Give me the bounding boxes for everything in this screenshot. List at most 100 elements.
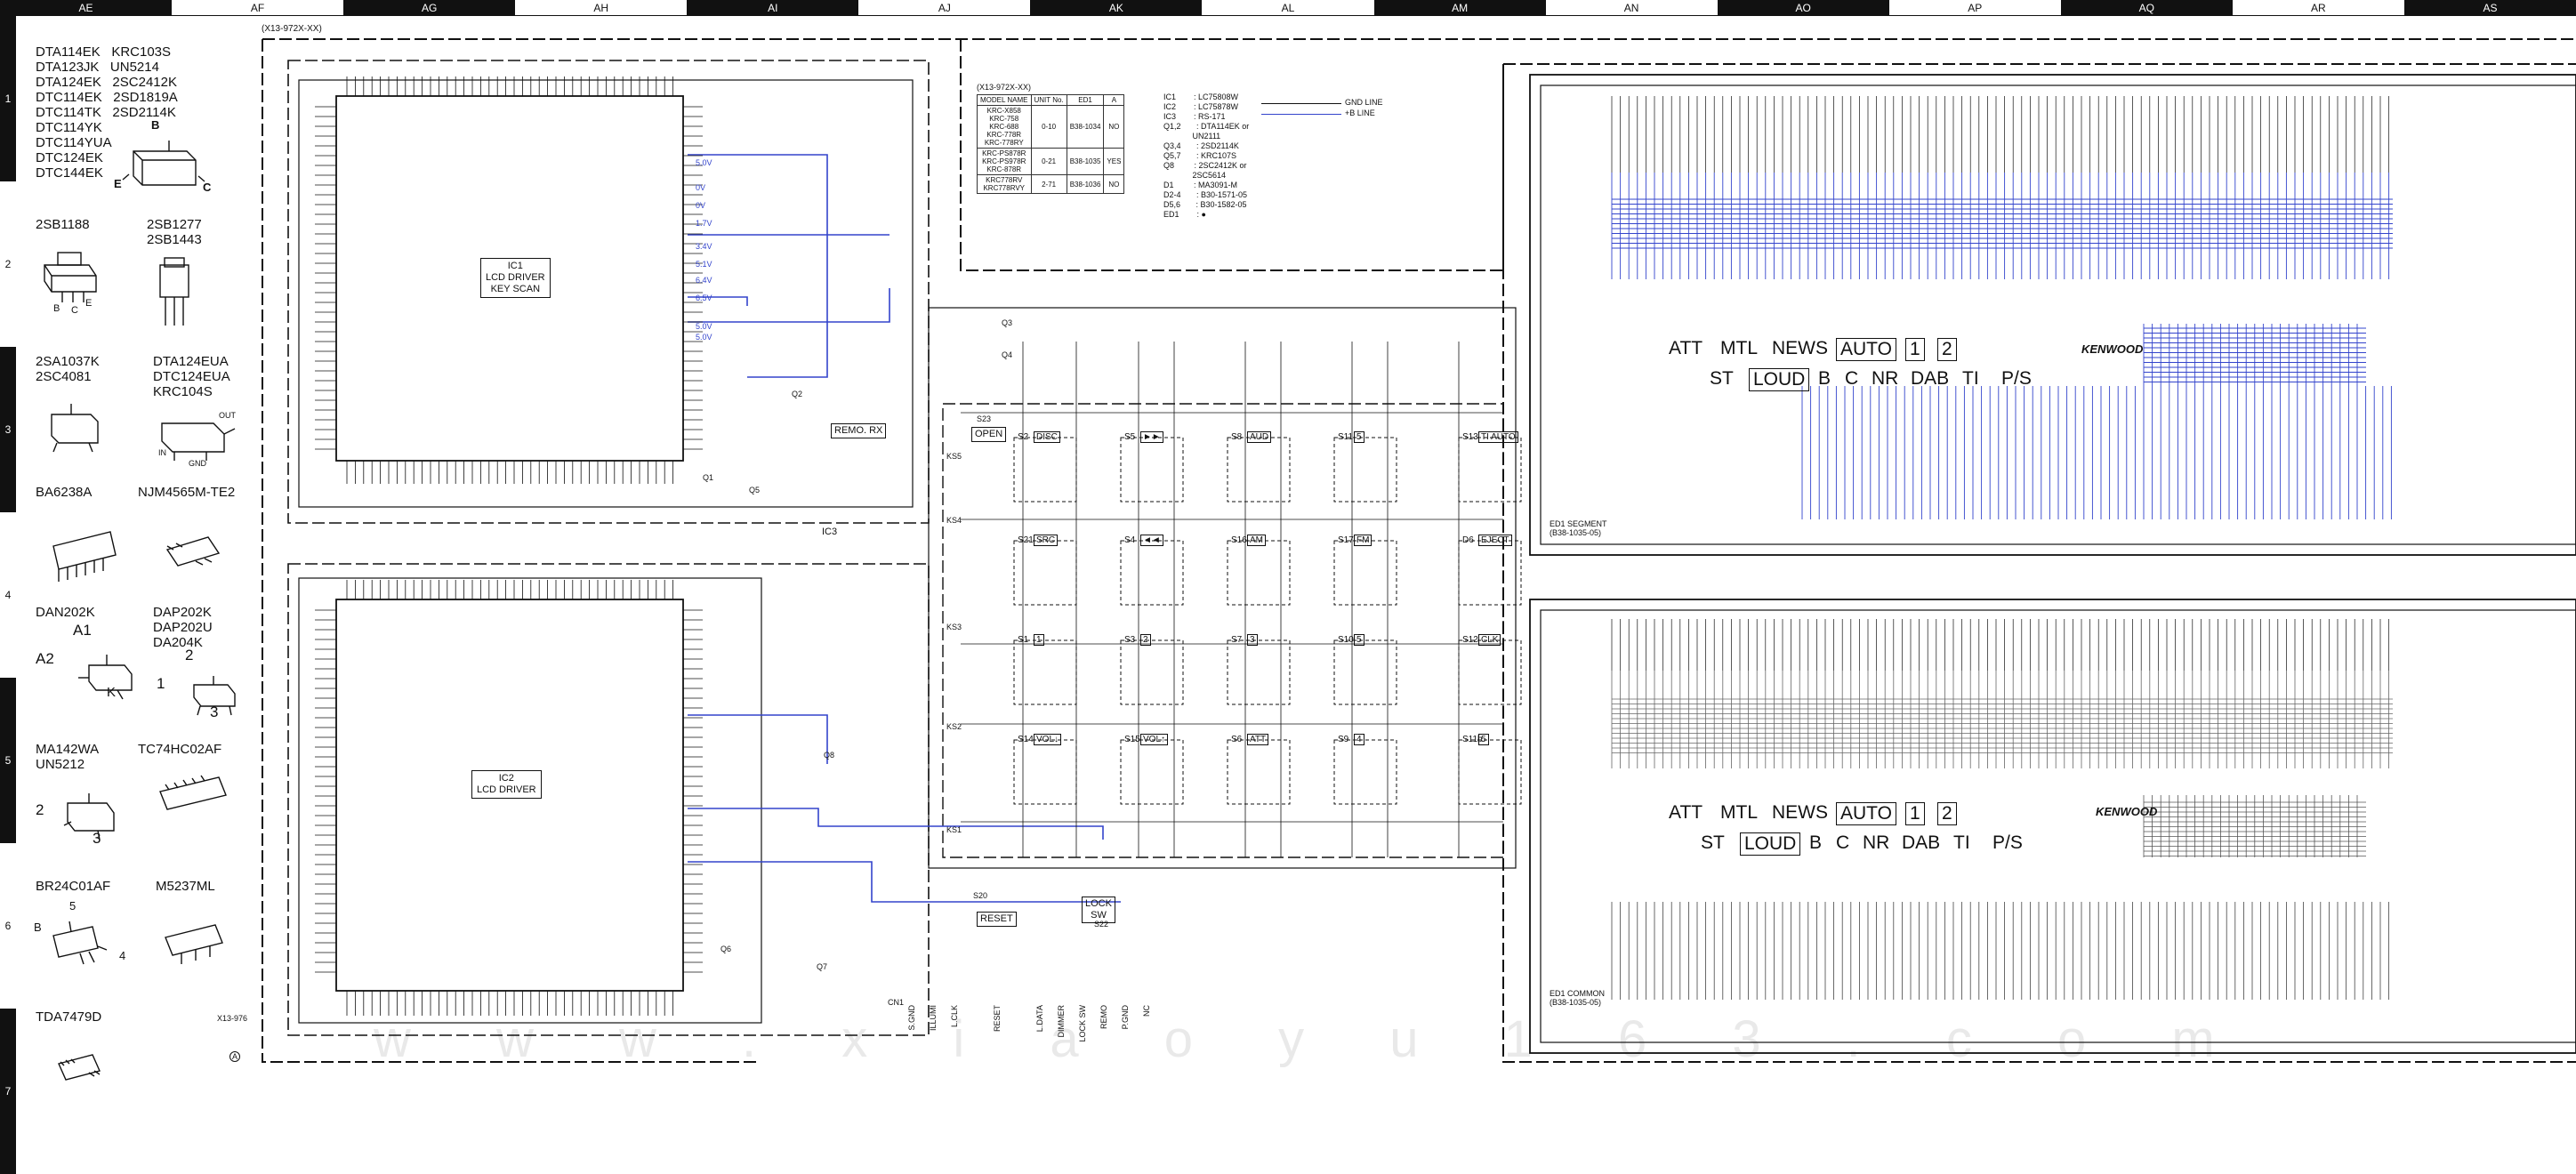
transistor-q4: Q4: [1002, 350, 1013, 359]
switch-box-S8: [1227, 437, 1291, 503]
ruler-col-AP: AP: [1888, 0, 2061, 16]
switch-label-S15: VOL↑: [1140, 734, 1169, 745]
x13-976-label: X13-976: [217, 1014, 248, 1023]
switch-label-S9: 4: [1354, 734, 1364, 745]
switch-id-S2: S2: [1018, 432, 1029, 442]
ic3-label: IC3: [822, 527, 838, 537]
lcd-top-seg-c: C: [1845, 368, 1859, 389]
lcd-top-seg-1: 1: [1905, 338, 1925, 361]
switch-box-S4: [1120, 540, 1184, 606]
pin-b-label-3: B: [34, 921, 42, 934]
key-line-KS1: KS1: [946, 825, 962, 834]
voltage-label: 6.4V: [696, 276, 712, 285]
switch-label-S11b: 5: [1478, 734, 1489, 745]
switch-label-S3: 2: [1140, 634, 1151, 646]
lock-sw-label: LOCK SW: [1082, 897, 1115, 923]
switch-label-S8: AUD: [1247, 431, 1272, 443]
pin-out-label: OUT: [219, 411, 236, 420]
ruler-col-AO: AO: [1717, 0, 1889, 16]
voltage-label: 5.1V: [696, 260, 712, 269]
lcd-bottom-seg-auto: AUTO: [1836, 802, 1896, 825]
switch-label-D6: EJECT: [1478, 535, 1512, 546]
connector-pin: REMO: [1099, 1005, 1108, 1029]
ruler-col-AQ: AQ: [2060, 0, 2233, 16]
model-table-title: (X13-972X-XX): [977, 83, 1032, 92]
pin-a1-label: A1: [73, 622, 92, 639]
switch-id-S7: S7: [1231, 635, 1243, 645]
ruler-row-3: 3: [0, 347, 16, 512]
b-line-swatch: [1261, 114, 1341, 115]
connector-pin: NC: [1142, 1005, 1151, 1017]
model-table-cell: 2-71: [1030, 174, 1067, 194]
part-group-1: DTA114EK KRC103S DTA123JK UN5214 DTA124E…: [36, 44, 178, 181]
switch-box-S15: [1120, 739, 1184, 805]
switch-id-S12: S12: [1462, 635, 1478, 645]
switch-label-S2: DISC: [1034, 431, 1060, 443]
switch-label-S16: AM: [1247, 535, 1266, 546]
transistor-q7: Q7: [817, 962, 828, 971]
open-label: OPEN: [971, 427, 1007, 442]
connector-pin: DIMMER: [1057, 1005, 1066, 1038]
ruler-row-1: 1: [0, 16, 16, 181]
lcd-bottom-seg-mtl: MTL: [1720, 802, 1758, 823]
ruler-col-AS: AS: [2403, 0, 2576, 16]
switch-id-S5: S5: [1124, 432, 1136, 442]
connector-pin: RESET: [993, 1005, 1002, 1033]
lcd-top-seg-news: NEWS: [1772, 338, 1828, 358]
switch-label-S10: 5: [1354, 634, 1364, 646]
model-table-cell: B38-1036: [1066, 174, 1105, 194]
transistor-q3: Q3: [1002, 318, 1013, 327]
model-table-cell: B38-1035: [1066, 148, 1105, 175]
ic1-label: IC1 LCD DRIVER KEY SCAN: [480, 258, 551, 298]
part-group-3b: DTA124EUA DTC124EUA KRC104S: [153, 354, 230, 399]
switch-id-S17: S17: [1338, 535, 1354, 545]
remo-rx-label: REMO. RX: [831, 423, 887, 438]
lcd-bottom-seg-news: NEWS: [1772, 802, 1828, 823]
lcd-bottom-seg-c: C: [1836, 832, 1850, 853]
lcd-top-seg-p-s: P/S: [2001, 368, 2032, 389]
connector-pin: LOCK SW: [1078, 1005, 1087, 1042]
schematic-canvas: [262, 38, 2576, 1063]
switch-id-S13: S13: [1462, 432, 1478, 442]
lcd-top-logo: KENWOOD: [2081, 342, 2144, 356]
ruler-col-AJ: AJ: [858, 0, 1031, 16]
transistor-q1: Q1: [703, 473, 714, 482]
connector-pin: S.GND: [907, 1005, 916, 1031]
model-table-header: MODEL NAME: [977, 94, 1032, 106]
lcd-top-seg-mtl: MTL: [1720, 338, 1758, 358]
voltage-label: 6.5V: [696, 294, 712, 302]
lcd-top-seg-auto: AUTO: [1836, 338, 1896, 361]
b-line-label: +B LINE: [1345, 109, 1375, 117]
unit-ref-label: (X13-972X-XX): [262, 24, 322, 34]
switch-id-S8: S8: [1231, 432, 1243, 442]
lcd-top-seg-nr: NR: [1872, 368, 1899, 389]
connector-pin: L.DATA: [1035, 1005, 1044, 1033]
ruler-row-4: 4: [0, 512, 16, 678]
lcd-top-seg-ti: TI: [1962, 368, 1979, 389]
pin-k-label: K: [107, 685, 117, 700]
gnd-line-swatch: [1261, 103, 1341, 104]
pin-in-label: IN: [158, 448, 166, 457]
key-line-KS2: KS2: [946, 722, 962, 731]
switch-id-S15: S15: [1124, 735, 1140, 744]
switch-id-S11: S11: [1338, 432, 1354, 442]
model-table-cell: KRC778RV KRC778RVY: [977, 174, 1032, 194]
lcd-bottom-seg-1: 1: [1905, 802, 1925, 825]
s23-label: S23: [977, 414, 992, 423]
switch-label-S17: FM: [1354, 535, 1373, 546]
circle-a-label: A: [229, 1051, 240, 1062]
switch-id-S4: S4: [1124, 535, 1136, 545]
switch-box-S3: [1120, 639, 1184, 705]
s20-label: S20: [973, 891, 988, 900]
pin-b-label-2: B: [53, 303, 60, 314]
switch-label-S12: CLK: [1478, 634, 1501, 646]
switch-label-S11: 5: [1354, 431, 1364, 443]
part-group-4b: NJM4565M-TE2: [138, 485, 236, 500]
voltage-label: 5.0V: [696, 158, 712, 167]
pin-1-label: 1: [157, 675, 165, 692]
part-group-6a: MA142WA UN5212: [36, 742, 100, 772]
key-line-KS5: KS5: [946, 452, 962, 461]
switch-box-S11: [1333, 437, 1397, 503]
